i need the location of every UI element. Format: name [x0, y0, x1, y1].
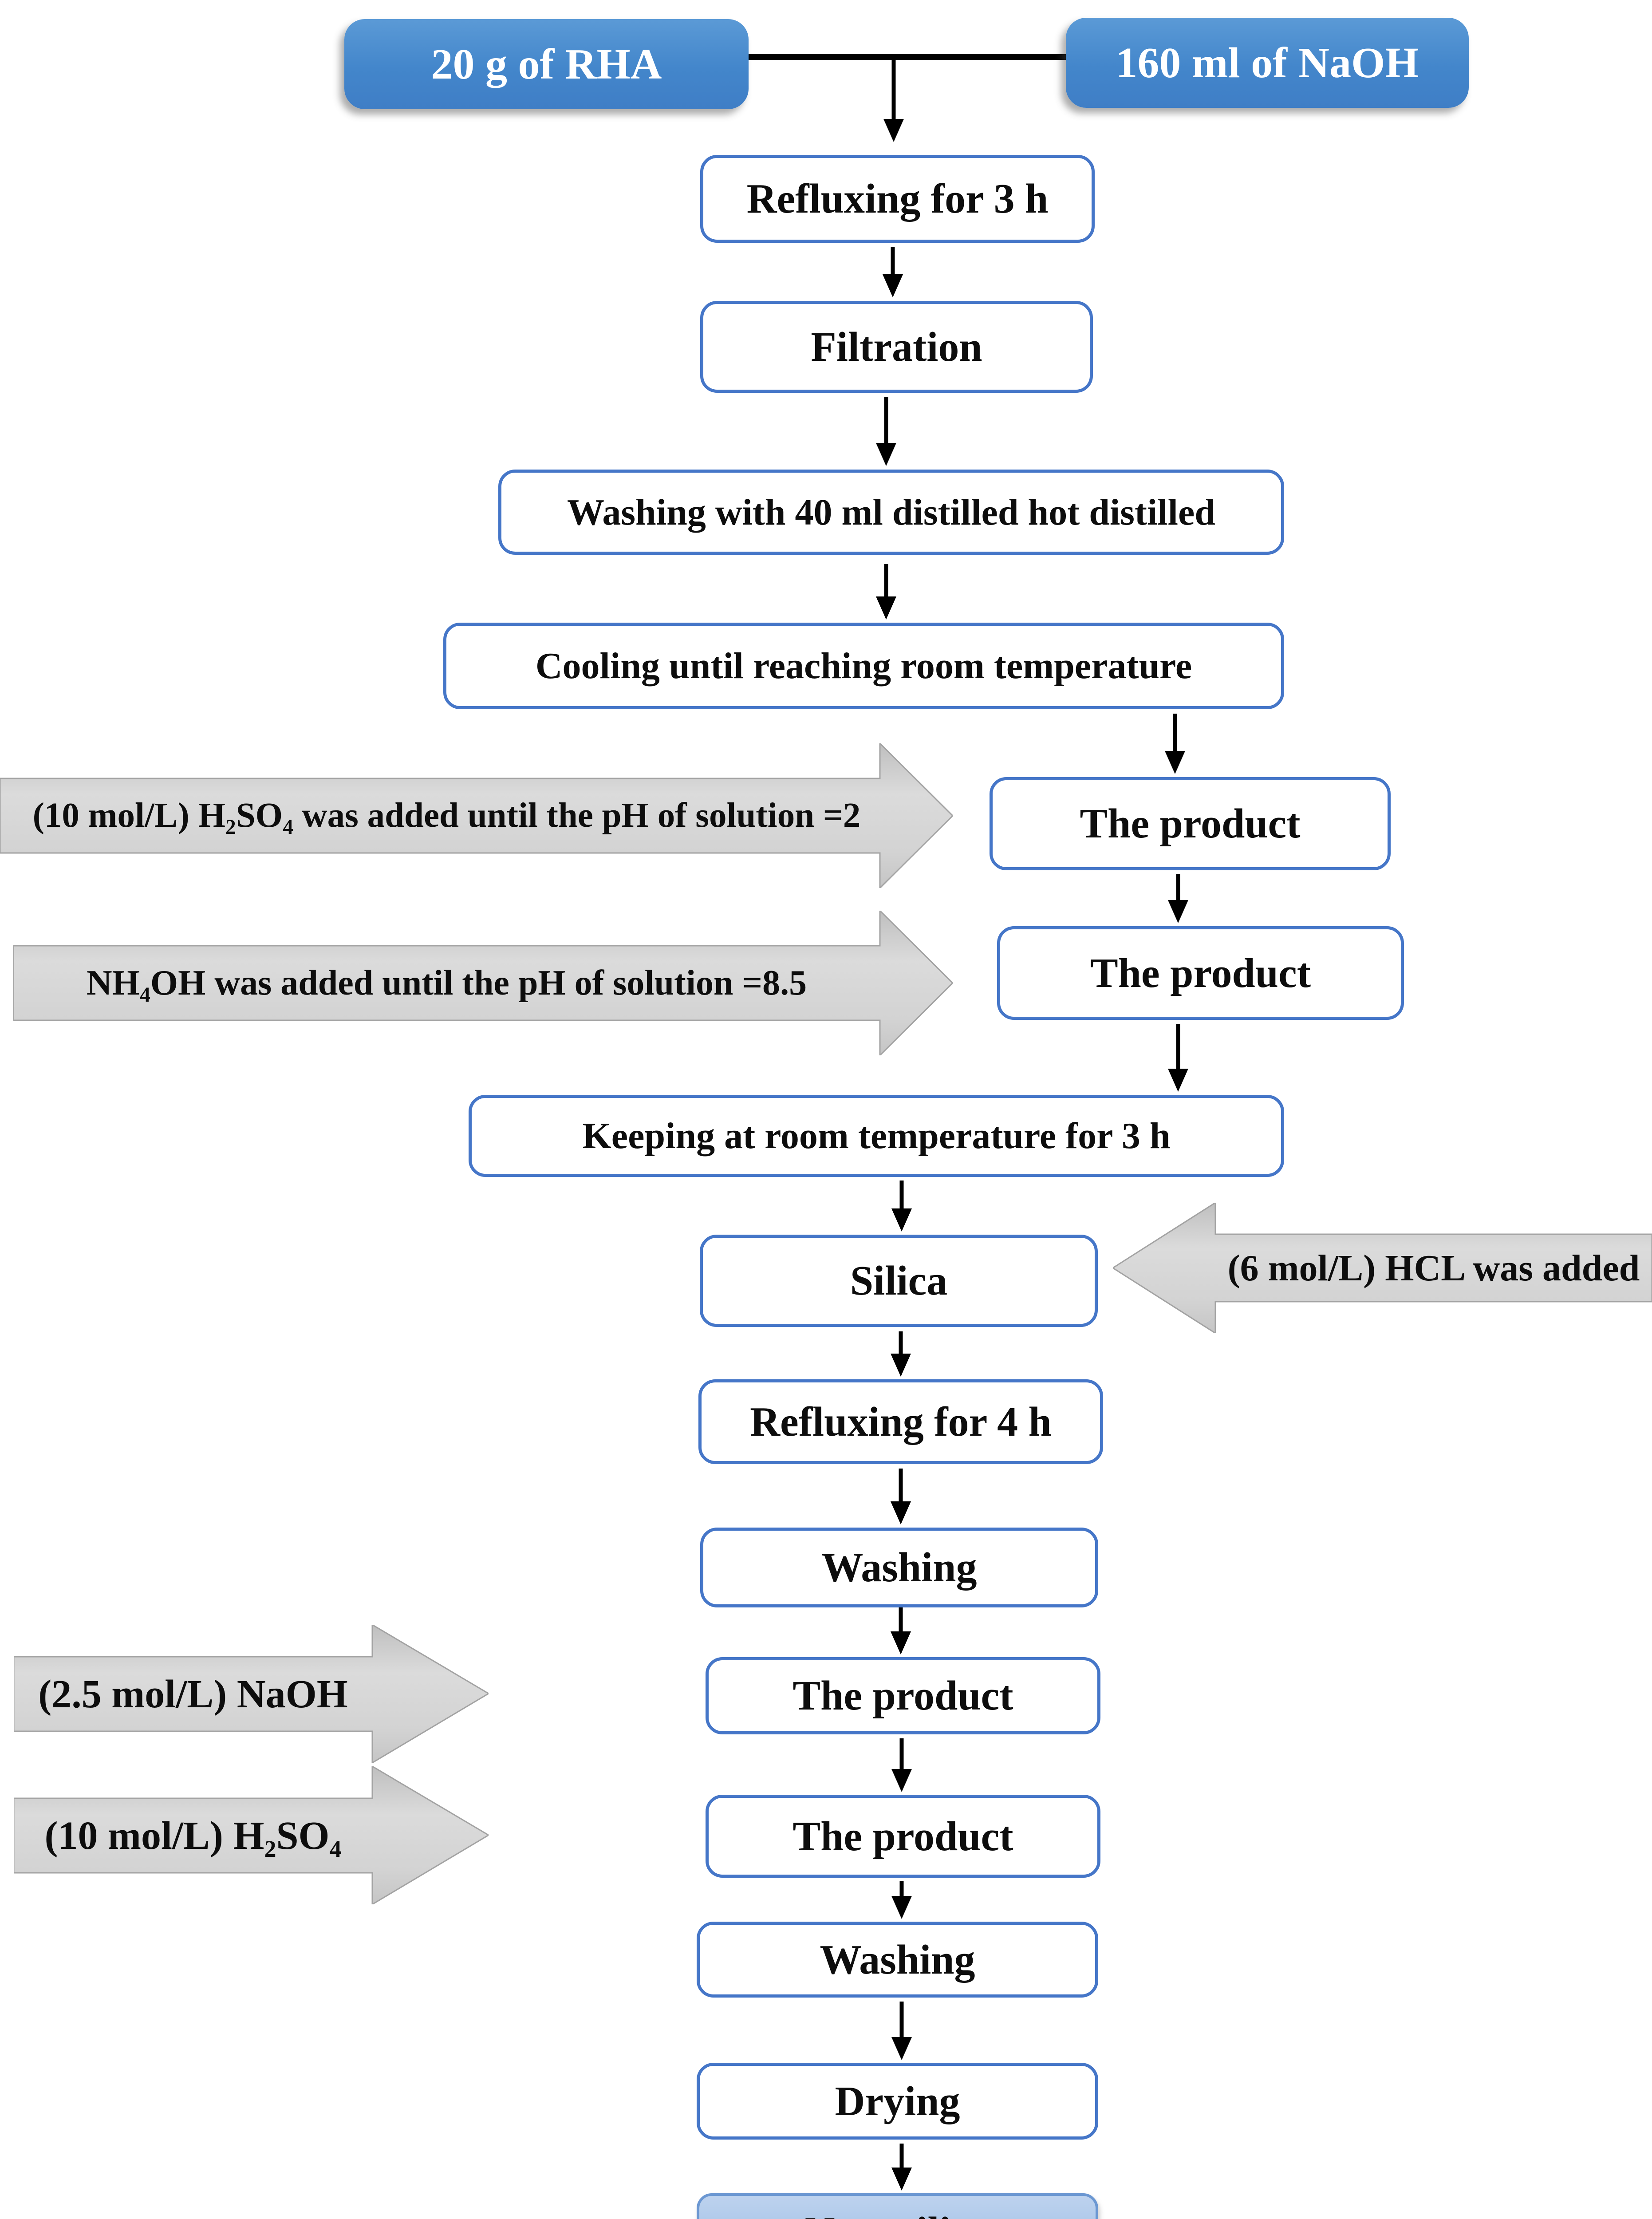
- flow-arrow: [876, 564, 896, 620]
- node-product-1: The product: [990, 777, 1391, 870]
- side-arrow-nh4oh-ph85-icon: [13, 911, 953, 1055]
- side-arrow-label: (10 mol/L) H₂SO₄: [44, 1813, 342, 1858]
- flow-arrow: [891, 2002, 912, 2060]
- side-arrow-h2so4-ph2-icon: [0, 743, 953, 888]
- side-arrow-hcl-icon: [1113, 1203, 1652, 1333]
- flow-arrow: [883, 247, 903, 297]
- node-product-3: The product: [706, 1657, 1100, 1734]
- side-arrow-h2so4-icon: [14, 1766, 489, 1904]
- flow-arrow: [1168, 1024, 1188, 1092]
- side-arrow-label: (6 mol/L) HCL was added: [1227, 1247, 1640, 1289]
- node-drying: Drying: [697, 2063, 1098, 2140]
- flow-arrow: [891, 1469, 911, 1524]
- flow-arrow: [891, 1881, 912, 1919]
- connector-line: [749, 54, 1066, 60]
- side-arrow-label: NH₄OH was added until the pH of solution…: [86, 963, 807, 1003]
- flow-arrow: [1168, 874, 1188, 923]
- side-arrow-naoh-icon: [14, 1625, 489, 1763]
- flow-arrow: [883, 57, 904, 142]
- side-arrow-label: (2.5 mol/L) NaOH: [38, 1672, 348, 1716]
- node-silica: Silica: [700, 1235, 1098, 1327]
- flow-arrow: [876, 397, 896, 466]
- flow-arrow: [1165, 714, 1185, 774]
- node-washing-40ml: Washing with 40 ml distilled hot distill…: [498, 470, 1284, 555]
- node-product-4: The product: [706, 1795, 1100, 1878]
- flow-arrow: [891, 1181, 912, 1232]
- node-refluxing-3h: Refluxing for 3 h: [700, 155, 1095, 243]
- node-refluxing-4h: Refluxing for 4 h: [698, 1379, 1103, 1464]
- node-cooling: Cooling until reaching room temperature: [443, 623, 1284, 709]
- node-filtration: Filtration: [700, 301, 1093, 393]
- node-keeping-3h: Keeping at room temperature for 3 h: [469, 1095, 1284, 1177]
- flow-arrow: [891, 2144, 912, 2191]
- flow-arrow: [891, 1738, 912, 1792]
- side-arrow-label: (10 mol/L) H₂SO₄ was added until the pH …: [32, 796, 861, 835]
- flow-arrow: [891, 1331, 911, 1377]
- node-washing-2: Washing: [697, 1922, 1098, 1998]
- node-washing-1: Washing: [700, 1528, 1098, 1607]
- node-input-naoh: 160 ml of NaOH: [1066, 18, 1469, 108]
- flow-arrow: [891, 1607, 911, 1654]
- node-nanosilica: Nanosilica: [697, 2193, 1098, 2219]
- node-input-rha: 20 g of RHA: [344, 19, 749, 109]
- node-product-2: The product: [997, 926, 1404, 1020]
